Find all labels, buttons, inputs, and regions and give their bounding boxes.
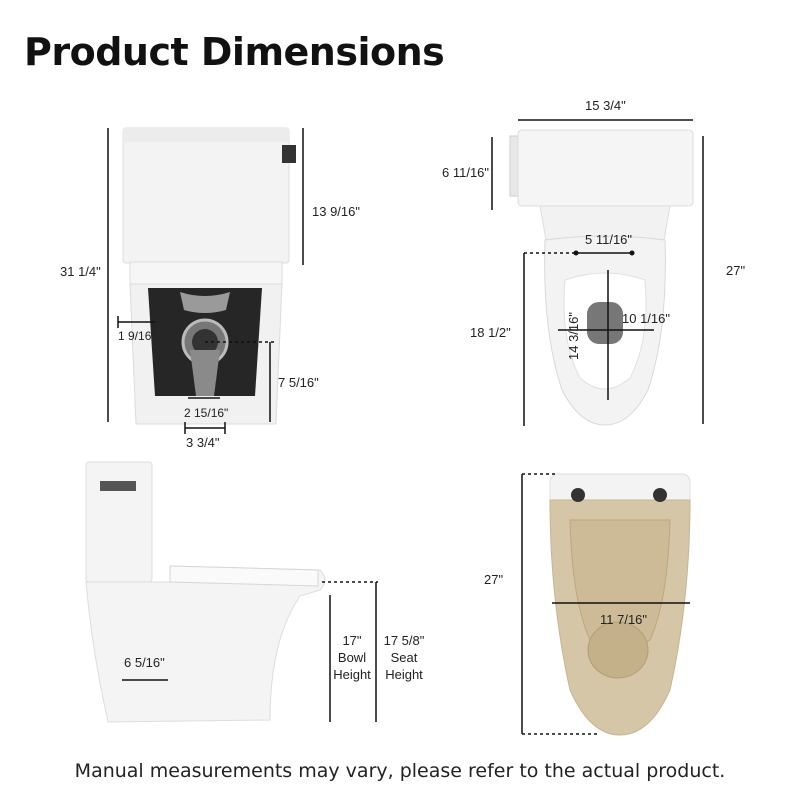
dim-side-offset: 1 9/16" — [118, 329, 156, 343]
page-title: Product Dimensions — [24, 30, 445, 74]
dim-bowl-length: 18 1/2" — [470, 325, 511, 340]
dim-bowl-inner-width: 10 1/16" — [622, 311, 670, 326]
side-view-toilet — [85, 461, 326, 723]
dim-seat-opening-width: 5 11/16" — [585, 232, 633, 247]
dim-total-length-top: 27" — [726, 263, 746, 278]
dim-bowl-height: 17" Bowl Height — [330, 632, 374, 683]
dim-tank-width: 15 3/4" — [585, 98, 626, 113]
bowl-height-value: 17" — [342, 633, 362, 648]
seat-height-label-1: Seat — [390, 650, 418, 665]
bowl-height-label-1: Bowl — [337, 650, 367, 665]
bowl-height-label-2: Height — [333, 667, 371, 682]
dim-seat-height: 17 5/8" Seat Height — [380, 632, 428, 683]
dim-tank-depth: 6 11/16" — [442, 165, 490, 180]
front-view-toilet — [122, 127, 296, 425]
dim-bottom-base-width: 11 7/16" — [600, 612, 648, 627]
bottom-view-toilet — [549, 473, 691, 736]
dim-rough-in: 6 5/16" — [124, 655, 165, 670]
dim-outlet-width: 2 15/16" — [184, 406, 229, 420]
dim-trap-height: 7 5/16" — [278, 375, 319, 390]
dim-total-height-front: 31 1/4" — [60, 264, 101, 279]
dim-base-width: 3 3/4" — [186, 435, 220, 450]
seat-height-label-2: Height — [385, 667, 423, 682]
dim-bowl-inner-length: 14 3/16" — [566, 312, 581, 360]
dim-total-length-bottom: 27" — [484, 572, 504, 587]
seat-height-value: 17 5/8" — [383, 633, 425, 648]
dim-tank-height: 13 9/16" — [312, 204, 360, 219]
disclaimer-footer: Manual measurements may vary, please ref… — [74, 760, 726, 782]
